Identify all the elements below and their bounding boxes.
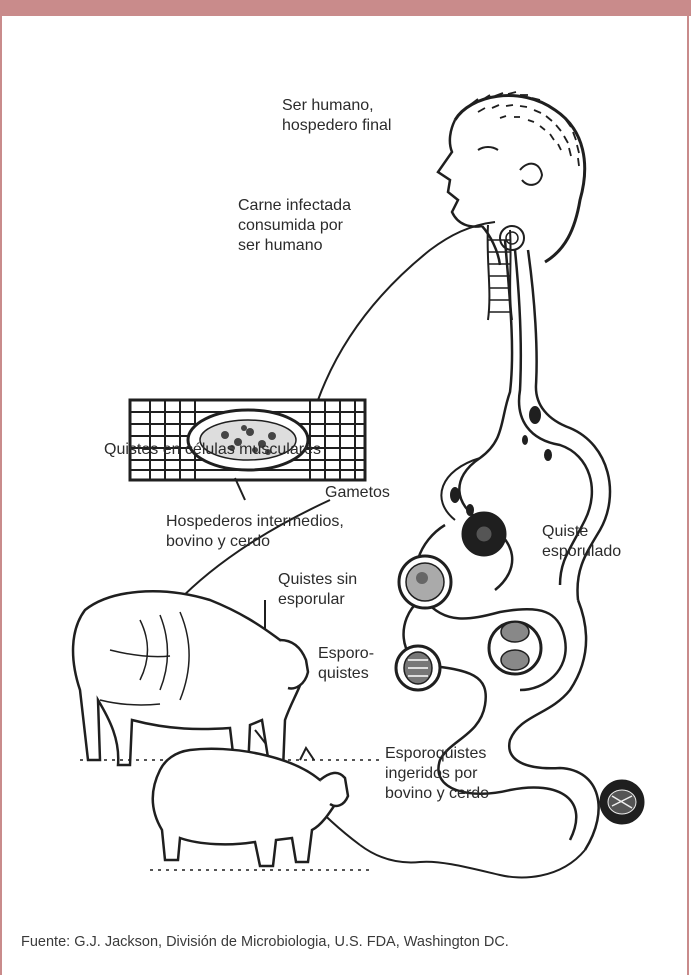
label-ingested-sporocysts: Esporoquistes ingeridos por bovino y cer… (385, 744, 489, 804)
unsporulated-cyst-icon (399, 556, 451, 608)
sporulated-cyst-icon (462, 512, 506, 556)
pig-illustration (150, 748, 370, 870)
label-unsporulated-cysts: Quistes sin esporular (278, 570, 357, 610)
label-intermediate-hosts: Hospederos intermedios, bovino y cerdo (166, 512, 344, 552)
label-sporulated-cyst: Quiste esporulado (542, 522, 621, 562)
label-muscle-cysts: Quistes en células musculares (104, 440, 321, 460)
label-infected-meat: Carne infectada consumida por ser humano (238, 196, 351, 256)
sporocyst-pair-icon (489, 622, 541, 674)
ingested-sporocyst-icon (600, 780, 644, 824)
human-head-illustration (438, 92, 585, 320)
hair-texture (470, 92, 579, 166)
label-gametes: Gametos (325, 483, 390, 503)
label-sporocysts: Esporo- quistes (318, 644, 374, 684)
sporocyst-icon (396, 646, 440, 690)
label-human-final-host: Ser humano, hospedero final (282, 96, 391, 136)
source-caption: Fuente: G.J. Jackson, División de Microb… (21, 934, 509, 950)
